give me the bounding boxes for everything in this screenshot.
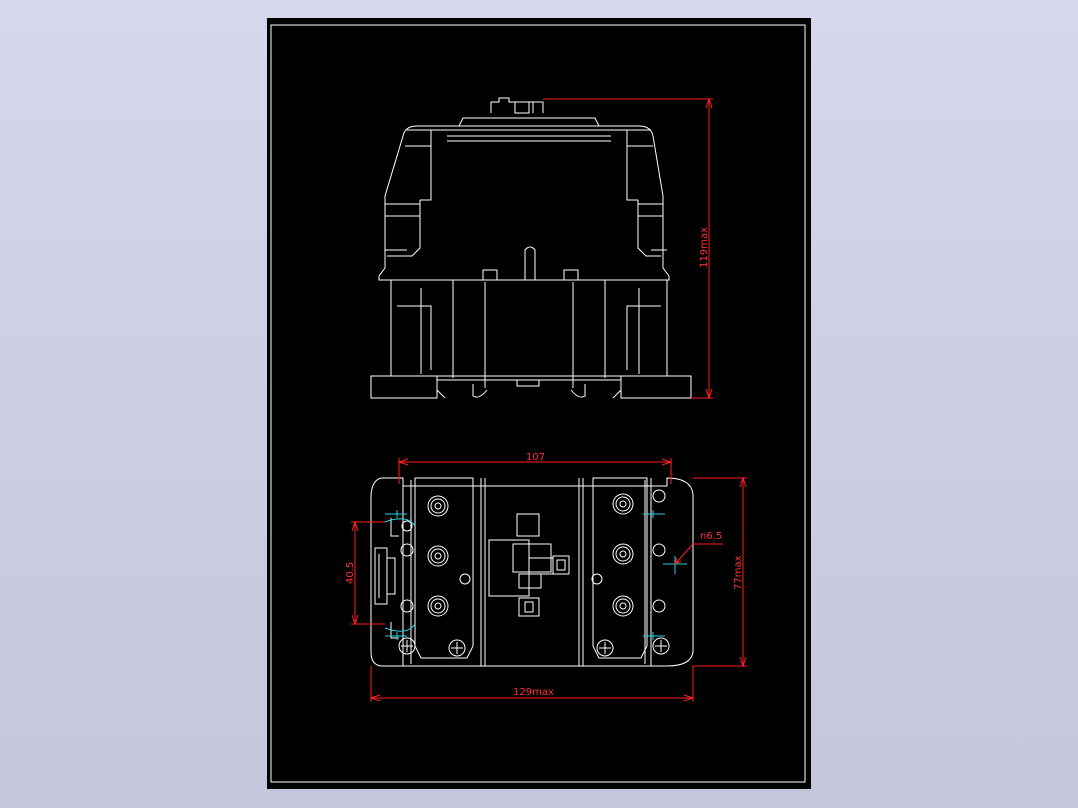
- drawing-frame: [270, 24, 806, 783]
- overall-width-max-label: 129max: [513, 687, 554, 698]
- depth-dimension: 77max: [693, 476, 747, 668]
- width-dimension: 107: [397, 452, 673, 484]
- cad-drawing: 119max: [270, 24, 806, 783]
- plan-view: [370, 477, 694, 667]
- hole-callout: n6.5: [674, 531, 723, 565]
- overall-width-dimension: 129max: [369, 666, 695, 702]
- hole-diameter-label: n6.5: [700, 531, 722, 542]
- drawing-sheet: 119max: [267, 18, 811, 789]
- mount-spacing-dimension: 40.5: [345, 520, 385, 626]
- side-view: [370, 97, 692, 399]
- height-max-label: 119max: [699, 227, 710, 268]
- mount-spacing-label: 40.5: [345, 562, 356, 584]
- height-dimension: 119max: [543, 97, 713, 400]
- width-label: 107: [526, 452, 545, 463]
- depth-max-label: 77max: [733, 555, 744, 590]
